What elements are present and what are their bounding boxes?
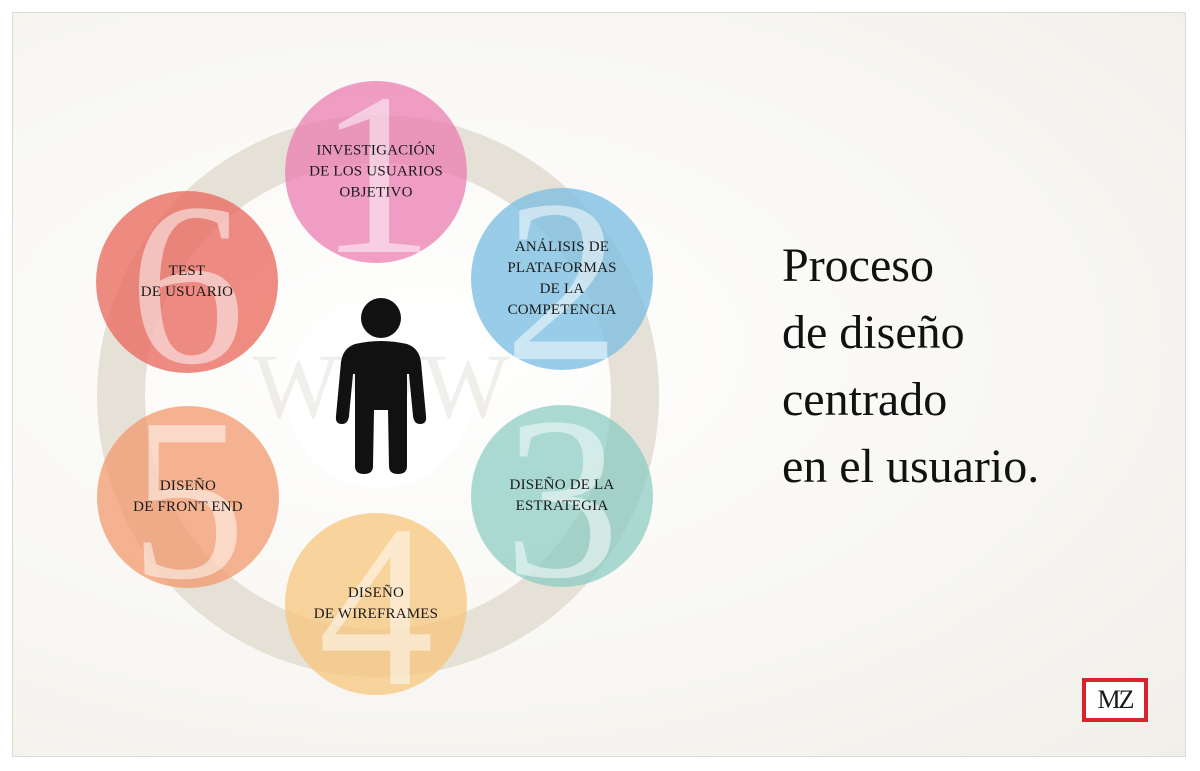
headline: Proceso de diseño centrado en el usuario… <box>782 232 1162 500</box>
step-1-user-research: 1 INVESTIGACIÓN DE LOS USUARIOS OBJETIVO <box>285 81 467 263</box>
step-number: 5 <box>130 406 246 588</box>
step-5-front-end-design: 5 DISEÑO DE FRONT END <box>97 406 279 588</box>
user-icon <box>335 298 427 474</box>
mz-logo: MZ <box>1082 678 1148 722</box>
step-label: ANÁLISIS DE PLATAFORMAS DE LA COMPETENCI… <box>507 239 617 318</box>
step-label: DISEÑO DE WIREFRAMES <box>313 585 439 622</box>
step-label: INVESTIGACIÓN DE LOS USUARIOS OBJETIVO <box>309 142 443 201</box>
step-6-user-test: 6 TEST DE USUARIO <box>96 191 278 373</box>
step-number: 6 <box>129 191 245 373</box>
headline-line: Proceso <box>782 239 934 292</box>
step-3-strategy-design: 3 DISEÑO DE LA ESTRATEGIA <box>471 405 653 587</box>
step-number: 4 <box>318 513 434 695</box>
step-number: 3 <box>504 405 620 587</box>
headline-line: en el usuario. <box>782 440 1040 493</box>
step-2-competition-analysis: 2 ANÁLISIS DE PLATAFORMAS DE LA COMPETEN… <box>471 188 653 370</box>
step-number: 2 <box>504 188 620 370</box>
headline-line: de diseño <box>782 306 965 359</box>
step-label: DISEÑO DE FRONT END <box>133 478 243 515</box>
step-number: 1 <box>318 81 434 263</box>
logo-text: MZ <box>1086 682 1144 718</box>
step-4-wireframes-design: 4 DISEÑO DE WIREFRAMES <box>285 513 467 695</box>
step-label: TEST DE USUARIO <box>140 263 234 300</box>
step-label: DISEÑO DE LA ESTRATEGIA <box>509 477 615 514</box>
headline-line: centrado <box>782 373 948 426</box>
